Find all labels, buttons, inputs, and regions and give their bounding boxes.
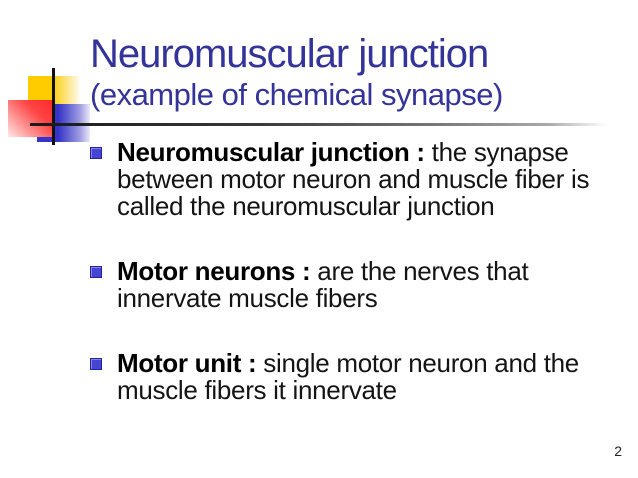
bullet-term: Neuromuscular junction :: [117, 137, 425, 167]
bullet-item-1: Motor neurons : are the nerves that inne…: [90, 258, 606, 312]
decoration-red-square: [8, 100, 53, 137]
decoration-vertical-line: [52, 68, 55, 145]
title-block: Neuromuscular junction (example of chemi…: [90, 32, 620, 112]
bullet-list: Neuromuscular junction : the synapse bet…: [90, 139, 606, 442]
bullet-text: Motor unit : single motor neuron and the…: [117, 350, 606, 404]
bullet-item-0: Neuromuscular junction : the synapse bet…: [90, 139, 606, 220]
bullet-term: Motor neurons :: [117, 256, 311, 286]
bullet-item-2: Motor unit : single motor neuron and the…: [90, 350, 606, 404]
bullet-square-icon: [90, 147, 102, 159]
bullet-text: Neuromuscular junction : the synapse bet…: [117, 139, 606, 220]
bullet-definition: are the nerves that innervate muscle fib…: [117, 256, 529, 313]
bullet-text: Motor neurons : are the nerves that inne…: [117, 258, 606, 312]
bullet-term: Motor unit :: [117, 348, 257, 378]
title-underline: [30, 123, 606, 126]
page-number: 2: [614, 443, 622, 459]
bullet-square-icon: [90, 266, 102, 278]
bullet-definition: single motor neuron and the muscle fiber…: [117, 348, 579, 405]
slide-subtitle: (example of chemical synapse): [90, 77, 503, 112]
slide-title: Neuromuscular junction: [90, 32, 489, 76]
bullet-definition: the synapse between motor neuron and mus…: [117, 137, 590, 221]
bullet-square-icon: [90, 358, 102, 370]
